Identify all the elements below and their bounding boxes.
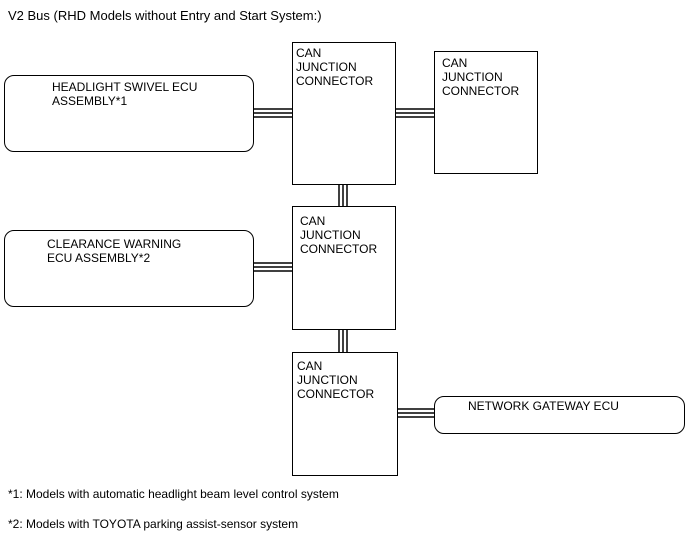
headlight-swivel-ecu-label: HEADLIGHT SWIVEL ECU ASSEMBLY*1 [52,80,198,108]
can-junction-connector-1 [292,42,396,185]
diagram-title: V2 Bus (RHD Models without Entry and Sta… [8,8,322,23]
can-junction-connector-4 [292,352,398,476]
can-junction-connector-2-label: CAN JUNCTION CONNECTOR [442,56,520,98]
footnote-2: *2: Models with TOYOTA parking assist-se… [8,517,299,531]
network-gateway-ecu-label: NETWORK GATEWAY ECU [468,399,619,413]
can-junction-connector-3-label: CAN JUNCTION CONNECTOR [300,214,378,256]
headlight-swivel-ecu-box [4,75,254,152]
clearance-warning-ecu-box [4,230,254,307]
clearance-warning-ecu-label: CLEARANCE WARNING ECU ASSEMBLY*2 [47,237,182,265]
can-junction-connector-2 [434,51,538,174]
footnote-1: *1: Models with automatic headlight beam… [8,487,339,501]
can-junction-connector-4-label: CAN JUNCTION CONNECTOR [297,359,375,401]
network-gateway-ecu-box [434,396,685,434]
can-junction-connector-3 [292,206,396,330]
can-junction-connector-1-label: CAN JUNCTION CONNECTOR [296,46,374,88]
